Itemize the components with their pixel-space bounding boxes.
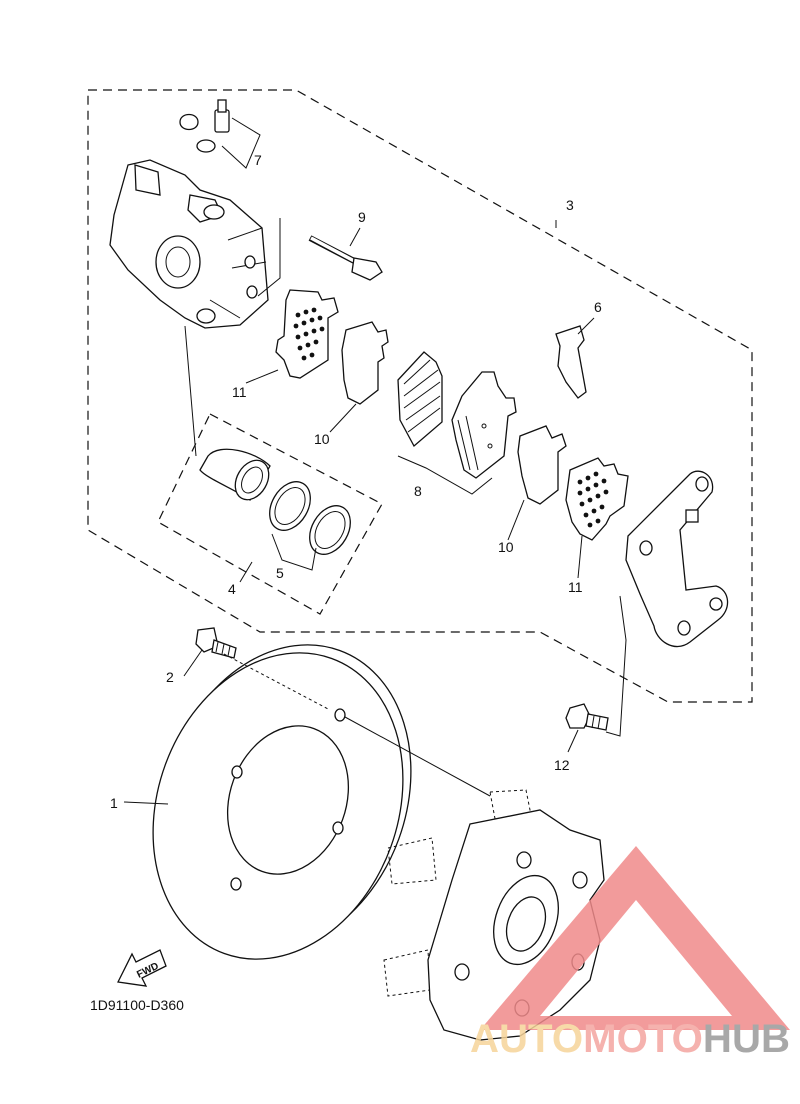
pad-shim-upper — [275, 289, 339, 379]
bracket-bolt — [565, 703, 609, 731]
callout-8: 8 — [414, 483, 422, 499]
pad-support-plate-upper — [341, 321, 389, 405]
callout-7: 7 — [254, 152, 262, 168]
watermark-logo: AUTOMOTOHUB — [470, 846, 790, 1061]
fwd-arrow: FWD — [117, 949, 167, 987]
pad-shim-lower — [565, 457, 629, 541]
bleeder-screw-set — [179, 99, 261, 169]
caliper-body — [109, 159, 269, 329]
pad-spring — [555, 325, 587, 399]
watermark-hub: HUB — [703, 1017, 790, 1061]
callout-9: 9 — [358, 209, 366, 225]
caliper-piston — [199, 448, 271, 501]
callout-10-lower: 10 — [498, 539, 514, 555]
pad-support-plate-lower — [517, 425, 567, 505]
callout-11-upper: 11 — [232, 384, 247, 400]
watermark-triangle — [480, 846, 790, 1030]
callout-4: 4 — [228, 581, 236, 597]
callout-11-lower: 11 — [568, 579, 583, 595]
callout-12: 12 — [554, 757, 570, 773]
piston-kit-boundary — [157, 413, 383, 615]
pad-set-leader — [397, 455, 493, 495]
piston-seals — [269, 481, 351, 555]
callout-6: 6 — [594, 299, 602, 315]
leader-lines — [123, 220, 627, 805]
watermark-auto: AUTO — [470, 1017, 583, 1061]
svg-text:AUTOMOTOHUB: AUTOMOTOHUB — [470, 1017, 790, 1061]
brake-pad-outer — [451, 371, 517, 479]
callout-3: 3 — [566, 197, 574, 213]
brake-pad-inner — [397, 351, 443, 448]
wheel-hub — [383, 789, 605, 1041]
callout-5: 5 — [276, 565, 284, 581]
callout-10-upper: 10 — [314, 431, 330, 447]
callout-labels: 1 2 3 4 5 6 7 8 9 10 10 11 11 12 — [110, 152, 602, 811]
assembly-boundary — [87, 89, 753, 703]
callout-2: 2 — [166, 669, 174, 685]
brake-disc — [152, 644, 412, 960]
disc-bolt — [195, 627, 237, 659]
watermark-moto: MOTO — [583, 1017, 703, 1061]
slide-pin — [257, 218, 383, 297]
caliper-bracket — [625, 470, 729, 648]
callout-1: 1 — [110, 795, 118, 811]
diagram-code: 1D91100-D360 — [90, 997, 184, 1013]
